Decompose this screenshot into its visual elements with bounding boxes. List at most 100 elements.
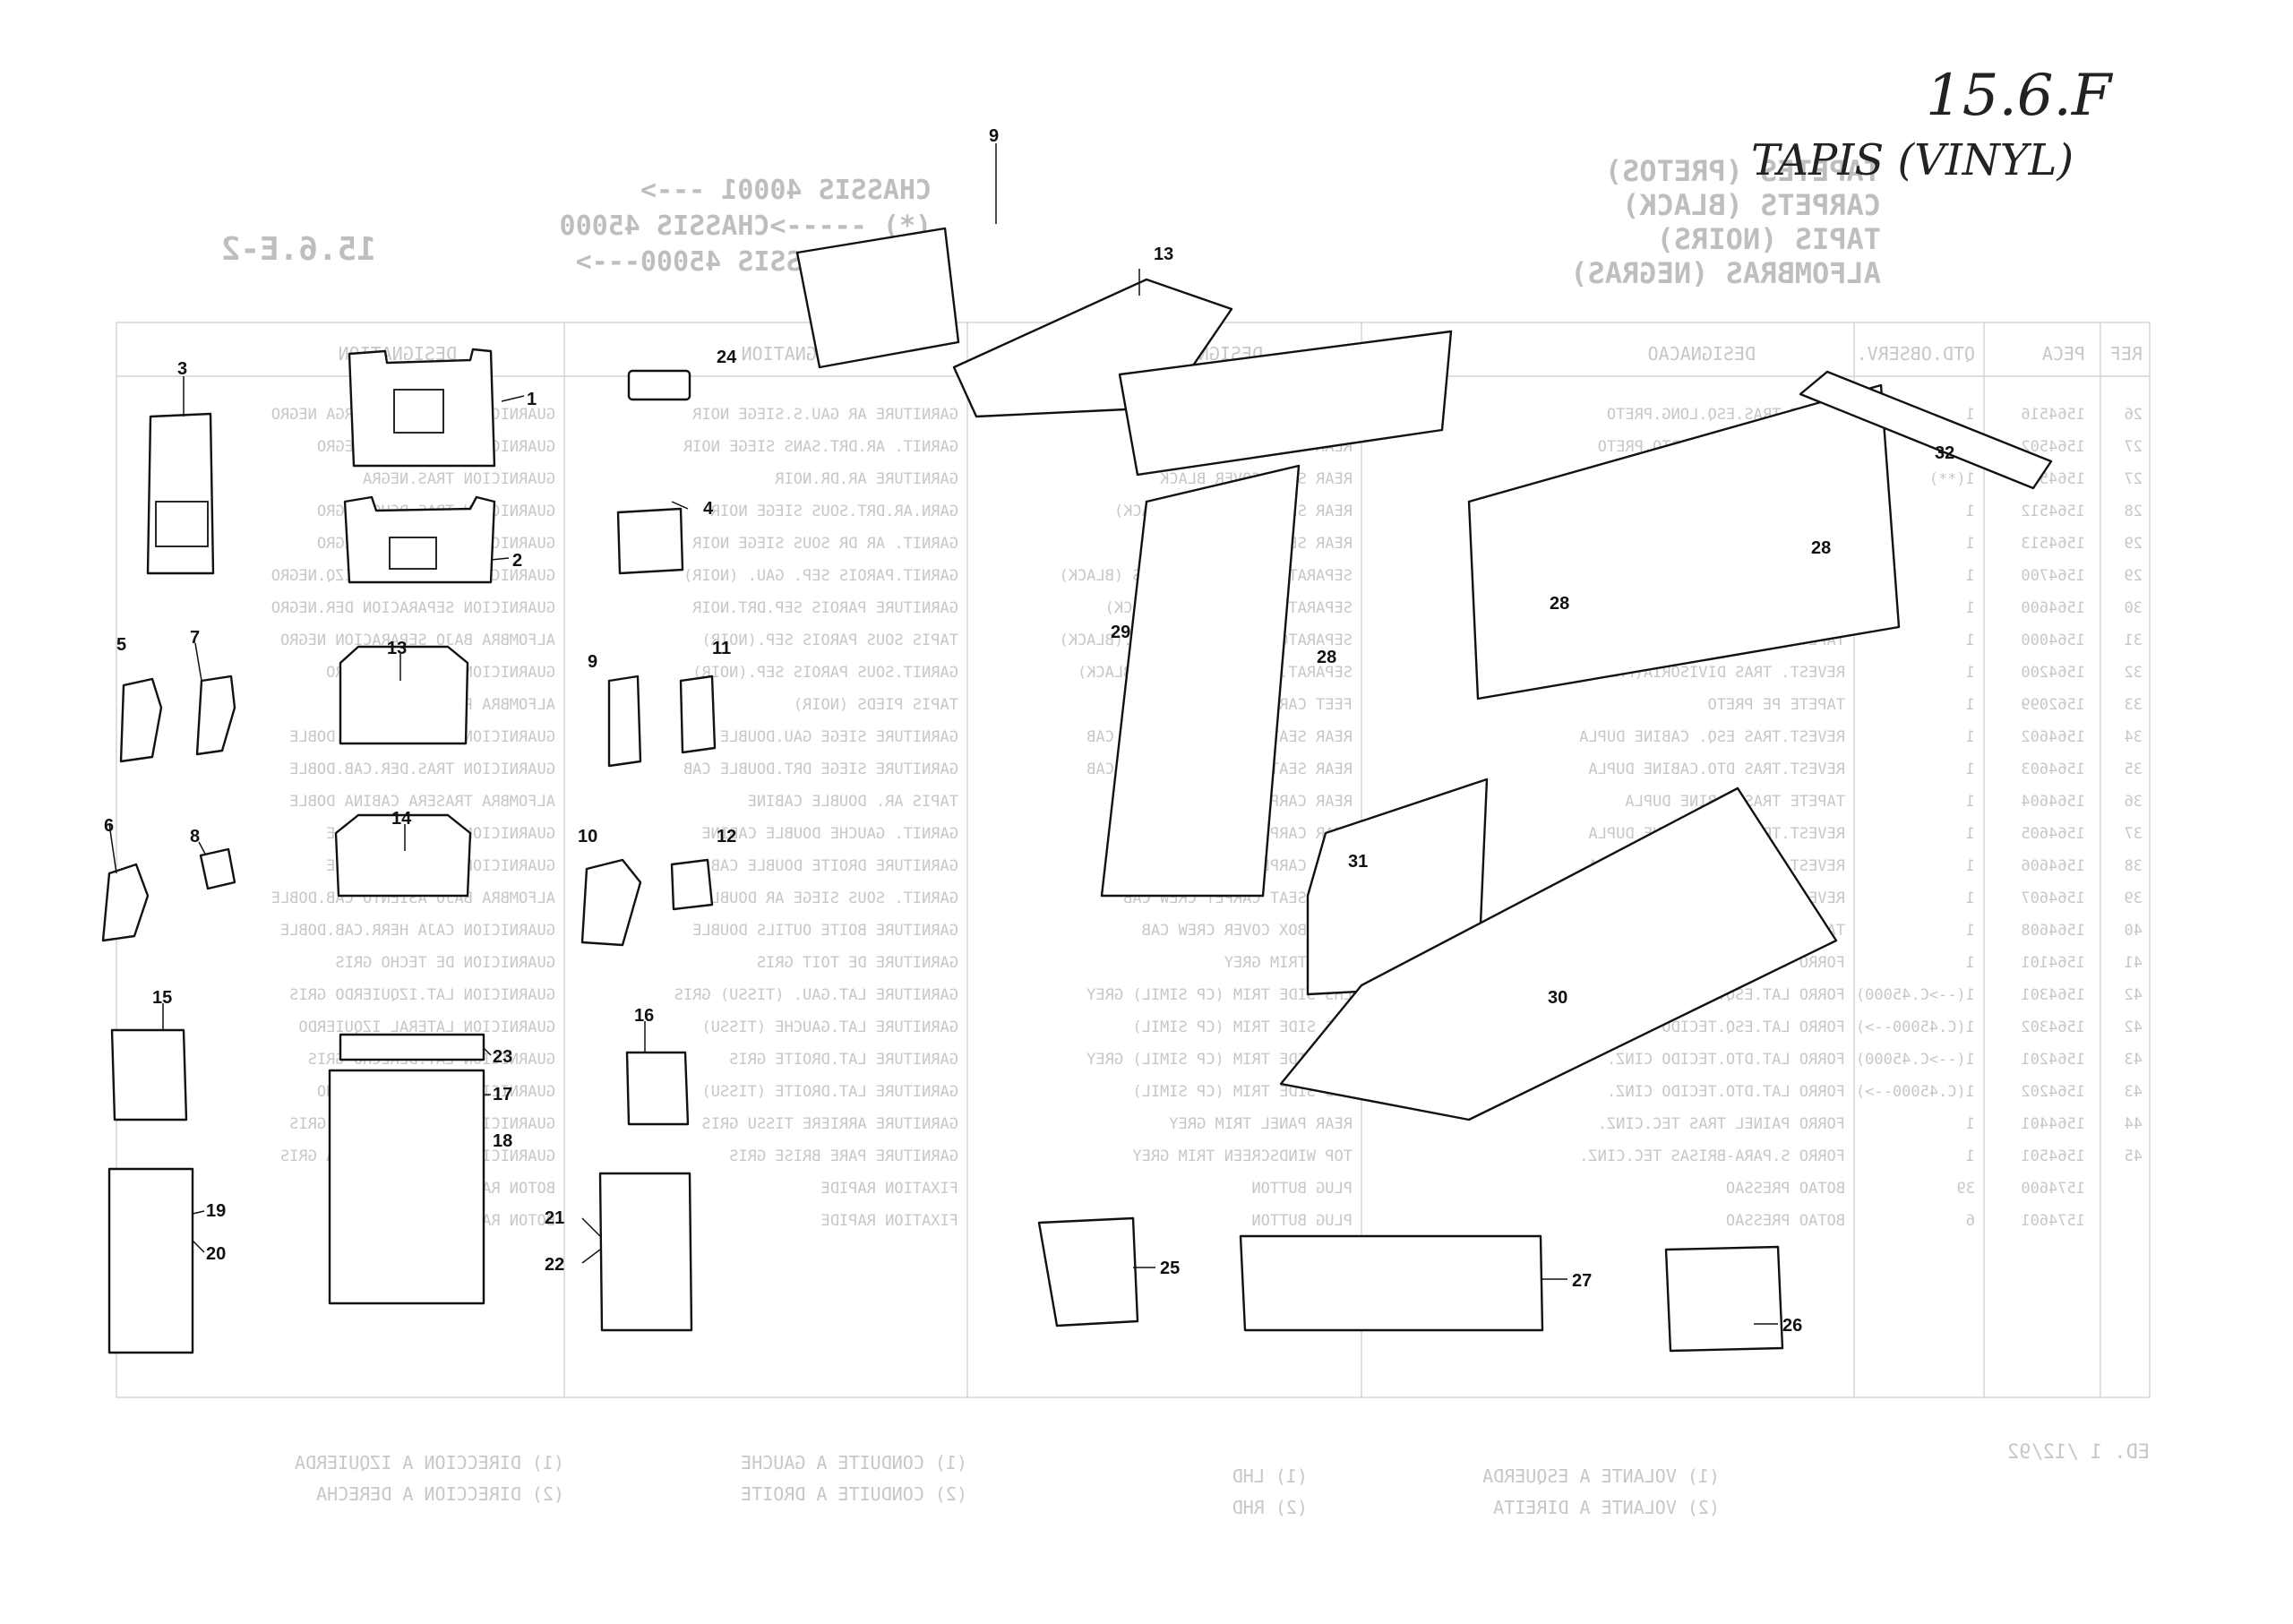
- mirrored-table-cell: FIXATION RAPIDE: [820, 1180, 958, 1198]
- callout-6: 6: [104, 816, 114, 836]
- mirrored-table-cell: TOOL BOX COVER CREW CAB: [1142, 922, 1353, 940]
- mirrored-table-cell: TAPIS SOUS PAROIS SEP.(NOIR): [701, 632, 958, 649]
- mirrored-table-cell: GARNITURE ARRIERE TISSU GRIS: [701, 1115, 958, 1133]
- mirrored-table-cell: 30: [2125, 599, 2143, 617]
- mirrored-chassis-2: (*) ----->CHASSIS 45000: [560, 211, 932, 242]
- mirrored-table-cell: 1: [1966, 503, 1975, 520]
- mirrored-table-cell: 1564600: [2021, 599, 2085, 617]
- part-1-front-carpet: [348, 348, 496, 468]
- mirrored-table-cell: 41: [2125, 954, 2143, 972]
- callout-17: 17: [493, 1085, 512, 1104]
- mirrored-title-3: TAPIS (NOIRS): [1657, 222, 1881, 256]
- mirrored-note-3: (1) LHD: [1232, 1465, 1308, 1487]
- mirrored-table-cell: 45: [2125, 1147, 2143, 1165]
- part-9-side: [607, 675, 642, 768]
- mirrored-sheet-code: 15.6.E-2: [221, 231, 376, 268]
- mirrored-table-cell: GARNIT. AR.DRT.SANS SIEGE NOIR: [683, 438, 958, 456]
- mirrored-table-cell: 1: [1966, 922, 1975, 940]
- mirrored-table-cell: GARNIT.PAROIS SEP. GAU. (NOIR): [683, 567, 958, 585]
- mirrored-table-cell: 27: [2125, 470, 2143, 488]
- mirrored-table-cell: 1564302: [2021, 1018, 2085, 1036]
- mirrored-table-cell: 37: [2125, 825, 2143, 843]
- mirrored-table-cell: 1574601: [2021, 1212, 2085, 1230]
- mirrored-table-cell: GARNITURE PAROIS SEP.DRT.NOIR: [691, 599, 958, 617]
- mirrored-table-cell: 1564516: [2021, 406, 2085, 424]
- callout-20: 20: [206, 1244, 226, 1264]
- mirrored-table-cell: 38: [2125, 857, 2143, 875]
- part-8-side: [199, 847, 236, 890]
- mirrored-date: ED. 1 /12/92: [2007, 1441, 2150, 1464]
- mirrored-table-cell: 31: [2125, 632, 2143, 649]
- callout-18: 18: [493, 1131, 512, 1151]
- callout-4: 4: [703, 499, 714, 519]
- mirrored-table-cell: PLUG BUTTON: [1251, 1180, 1353, 1198]
- mirrored-table-cell: GUARNICION TRAS.NEGRA: [363, 470, 555, 488]
- mirrored-table-cell: 1564606: [2021, 857, 2085, 875]
- mirrored-table-cell: 1564604: [2021, 793, 2085, 811]
- mirrored-table-cell: 1: [1966, 793, 1975, 811]
- callout-9-top: 9: [989, 126, 999, 146]
- mirrored-note-6: (2) CONDUITE A DROITE: [741, 1483, 967, 1505]
- mirrored-table-cell: 29: [2125, 567, 2143, 585]
- mirrored-table-cell: 1564512: [2021, 503, 2085, 520]
- mirrored-table-cell: TOP WINDSCREEN TRIM GREY: [1132, 1147, 1353, 1165]
- mirrored-table-cell: GARNITURE AR.DR.NOIR: [775, 470, 958, 488]
- callout-31: 31: [1348, 852, 1368, 872]
- mirrored-table-cell: 1: [1966, 696, 1975, 714]
- mirrored-table-cell: 1564513: [2021, 535, 2085, 553]
- mirrored-table-cell: TAPIS PIEDS (NOIR): [794, 696, 958, 714]
- mirrored-table-cell: 6: [1966, 1212, 1975, 1230]
- callout-29: 29: [1111, 623, 1130, 642]
- mirrored-table-cell: 1(**): [1929, 470, 1975, 488]
- mirrored-table-cell: GUARNICION CAJA HERR.CAB.DOBLE: [280, 922, 555, 940]
- mirrored-table-cell: 1564401: [2021, 1115, 2085, 1133]
- part-1-cutout: [393, 389, 444, 434]
- mirrored-col-qtd: QTD.OBSERV.: [1857, 343, 1975, 365]
- mirrored-table-cell: 1564501: [2021, 1147, 2085, 1165]
- part-16-box: [625, 1051, 690, 1126]
- mirrored-table-cell: BOTAO PRESSAO: [1726, 1212, 1845, 1230]
- mirrored-table-cell: GARNIT.SOUS PAROIS SEP.(NOIR): [692, 664, 958, 682]
- mirrored-table-cell: 1564202: [2021, 1083, 2085, 1101]
- callout-10: 10: [578, 827, 597, 846]
- part-2-cutout: [389, 537, 437, 570]
- mirrored-title-2: CARPETS (BLACK): [1622, 188, 1881, 222]
- mirrored-table-cell: 27: [2125, 438, 2143, 456]
- mirrored-table-cell: REAR PANEL TRIM GREY: [1169, 1115, 1353, 1133]
- part-10-side: [580, 858, 642, 947]
- mirrored-table-cell: GARNITURE DE TOIT GRIS: [757, 954, 958, 972]
- mirrored-table-cell: REVEST.TRAS ESQ. CABINE DUPLA: [1579, 728, 1845, 746]
- mirrored-table-cell: GUARNICION SEPARACION DER.NEGRO: [271, 599, 555, 617]
- mirrored-note-8: (2) DIRECCION A DERECHA: [316, 1483, 564, 1505]
- handwritten-title: TAPIS (VINYL): [1751, 135, 2074, 185]
- parts-outlines: [101, 227, 2053, 1354]
- mirrored-table-cell: REVEST.TRAS DTO.CABINE DUPLA: [1588, 760, 1845, 778]
- mirrored-note-7: (1) DIRECCION A IZQUIERDA: [295, 1452, 564, 1474]
- mirrored-table-cell: 1564000: [2021, 632, 2085, 649]
- callout-28: 28: [1811, 538, 1831, 558]
- mirrored-table-cell: GARNIT. AR DR SOUS SIEGE NOIR: [691, 535, 958, 553]
- mirrored-table-cell: GUARNICION LAT.IZQUIERDO GRIS: [289, 986, 555, 1004]
- mirrored-table-cell: 1564201: [2021, 1051, 2085, 1069]
- mirrored-table-cell: 1: [1966, 889, 1975, 907]
- mirrored-table-cell: 40: [2125, 922, 2143, 940]
- mirrored-table-cell: TAPETE PE PRETO: [1707, 696, 1845, 714]
- mirrored-table-cell: 1564602: [2021, 728, 2085, 746]
- mirrored-table-cell: GARNITURE LAT.DROITE GRIS: [729, 1051, 958, 1069]
- mirrored-title-4: ALFOMBRAS (NEGRAS): [1570, 256, 1881, 290]
- mirrored-table-cell: 1564605: [2021, 825, 2085, 843]
- mirrored-table-cell: 43: [2125, 1051, 2143, 1069]
- mirrored-chassis-1: CHASSIS 40001 --->: [640, 175, 932, 206]
- mirrored-table-cell: 1564200: [2021, 664, 2085, 682]
- part-6-side: [101, 863, 150, 942]
- mirrored-note-4: (2) RHD: [1232, 1497, 1308, 1518]
- part-26-panel: [1664, 1245, 1784, 1353]
- part-19-strip: [107, 1167, 194, 1354]
- mirrored-title-1: TAPETES (PRETOS): [1605, 154, 1881, 188]
